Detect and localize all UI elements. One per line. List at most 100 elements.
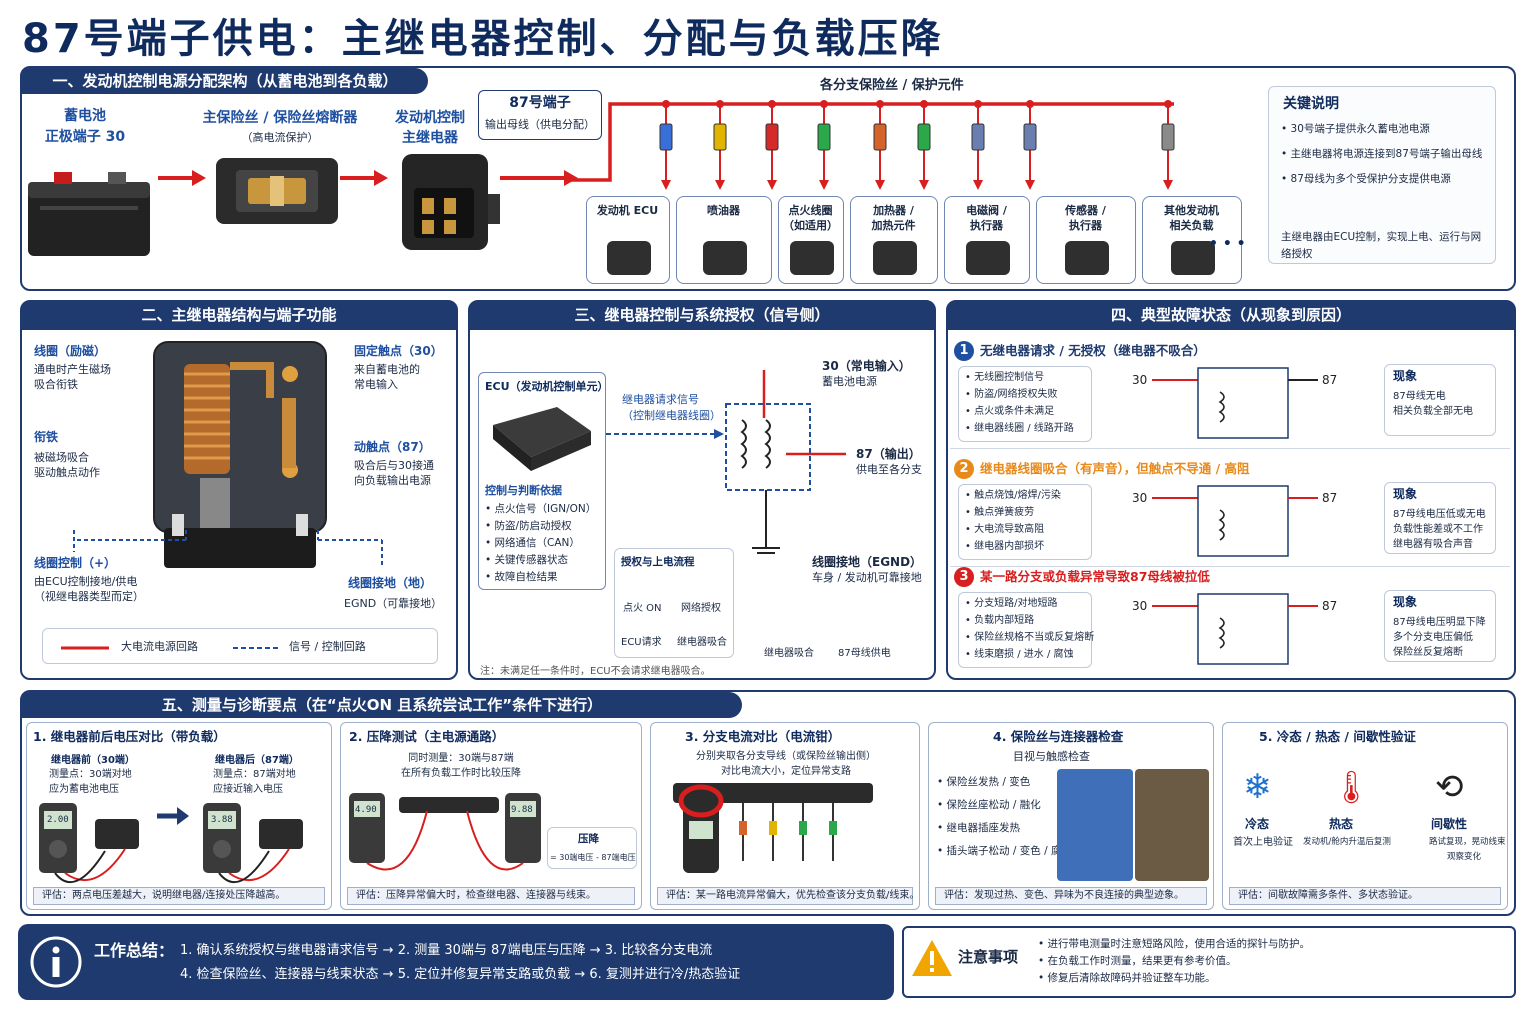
control-lines <box>73 530 383 566</box>
fixed-contact-title: 固定触点（30） <box>354 344 443 358</box>
caution-box: 注意事项 进行带电测量时注意短路风险，使用合适的探针与防护。 在负载工作时测量，… <box>902 926 1516 998</box>
load-sublabel: 加热元件 <box>871 219 916 232</box>
key-note: 87母线为多个受保护分支提供电源 <box>1281 171 1482 188</box>
check-2-card: 2. 压降测试（主电源通路） 同时测量：30端与87端在所有负载工作时比较压降 … <box>340 722 642 910</box>
warning-icon <box>912 940 952 976</box>
armature-title: 衔铁 <box>34 430 59 444</box>
caution-title: 注意事项 <box>958 948 1019 966</box>
svg-text:87: 87 <box>1322 599 1337 613</box>
bus-node <box>768 100 776 108</box>
branch-fuse-icon <box>917 123 931 151</box>
key-notes-box: 关键说明 30号端子提供永久蓄电池电源 主继电器将电源连接到87号端子输出母线 … <box>1268 86 1496 264</box>
branch-arrow <box>919 180 929 190</box>
svg-text:30: 30 <box>1132 491 1147 505</box>
branch-arrow <box>819 180 829 190</box>
load-component-icon <box>873 241 917 275</box>
svg-text:87: 87 <box>1322 491 1337 505</box>
key-note: 30号端子提供永久蓄电池电源 <box>1281 121 1482 138</box>
armature-desc: 被磁场吸合驱动触点动作 <box>34 451 100 479</box>
bus-node <box>1026 100 1034 108</box>
distribution-bus <box>570 100 1175 190</box>
fault-causes-box: 分支短路/对地短路负载内部短路保险丝规格不当或反复熔断线束磨损 / 进水 / 腐… <box>958 592 1094 668</box>
branch-fuse-icon <box>765 123 779 151</box>
fault-separator <box>950 566 1510 567</box>
branch-fuse-icon <box>1023 123 1037 151</box>
coil-desc: 通电时产生磁场吸合衔铁 <box>34 363 111 391</box>
load-box: 加热器 / 加热元件 <box>850 196 938 284</box>
ecu-box: ECU（发动机控制单元） 控制与判断依据 点火信号（IGN/ON）防盗/防启动授… <box>478 372 609 590</box>
bus-node <box>662 100 670 108</box>
branch-fuse-icon <box>817 123 831 151</box>
load-label: 其他发动机 <box>1164 204 1219 217</box>
load-label: 传感器 / <box>1065 204 1106 217</box>
svg-text:30: 30 <box>1132 599 1147 613</box>
coil-ground-title: 线圈接地（地） <box>348 576 433 590</box>
section-1-header: 一、发动机控制电源分配架构（从蓄电池到各负载） <box>22 68 428 94</box>
relay-cutaway-illustration <box>153 341 327 568</box>
load-label: 加热器 / <box>873 204 914 217</box>
coil-title: 线圈（励磁） <box>34 344 107 358</box>
load-box: 电磁阀 /执行器 <box>944 196 1030 284</box>
check-1-card: 1. 继电器前后电压对比（带负载） 继电器前（30端） 测量点：30端对地应为蓄… <box>26 722 332 910</box>
caution-item: 在负载工作时测量，结果更有参考价值。 <box>1038 953 1310 970</box>
load-box: 点火线圈 （如适用） <box>778 196 844 284</box>
branch-arrow <box>715 180 725 190</box>
ecu-icon <box>493 407 591 471</box>
load-component-icon <box>703 241 747 275</box>
summary-line-1: 1. 确认系统授权与继电器请求信号 → 2. 测量 30端与 87端电压与压降 … <box>180 943 713 958</box>
main-fuse-icon <box>216 158 338 224</box>
thermometer-icon: 🌡 <box>1331 768 1372 806</box>
main-relay-label: 发动机控制主继电器 <box>395 110 465 146</box>
load-sublabel: （如适用） <box>783 219 838 232</box>
more-loads-ellipsis: • • • <box>1209 236 1246 252</box>
load-label: 点火线圈 <box>788 204 833 217</box>
section-3-header: 三、继电器控制与系统授权（信号侧） <box>470 302 934 330</box>
fault-title: 某一路分支或负载异常导致87母线被拉低 <box>980 569 1210 584</box>
branch-arrow <box>1025 180 1035 190</box>
branch-fuse-icon <box>713 123 727 151</box>
branch-arrow <box>875 180 885 190</box>
terminal-87-bus-box: 87号端子 输出母线（供电分配） <box>478 90 602 140</box>
check-3-card: 3. 分支电流对比（电流钳） 分别夹取各分支导线（或保险丝输出侧）对比电流大小，… <box>650 722 920 910</box>
summary-line-2: 4. 检查保险丝、连接器与线束状态 → 5. 定位并修复异常支路或负载 → 6.… <box>180 967 741 982</box>
check-4-card: 4. 保险丝与连接器检查 目视与触感检查 保险丝发热 / 变色保险丝座松动 / … <box>928 722 1214 910</box>
fault-causes-box: 无线圈控制信号防盗/网络授权失败点火或条件未满足继电器线圈 / 线路开路 <box>958 366 1092 442</box>
key-note: 主继电器由ECU控制，实现上电、运行与网络授权 <box>1281 231 1482 260</box>
load-sublabel: 执行器 <box>1069 219 1102 232</box>
fault-causes-box: 触点烧蚀/熔焊/污染触点弹簧疲劳大电流导致高阻继电器内部损坏 <box>958 484 1092 560</box>
fault-number-badge: 2 <box>954 459 974 479</box>
fault-schematic: 30 87 <box>1132 485 1337 557</box>
bus-node <box>974 100 982 108</box>
input-30-label: 30（常电输入）蓄电池电源 <box>822 359 911 388</box>
legend: 大电流电源回路 信号 / 控制回路 <box>42 628 438 664</box>
section-2-header: 二、主继电器结构与端子功能 <box>22 302 456 330</box>
load-component-icon <box>966 241 1010 275</box>
summary-label: 工作总结： <box>94 941 175 960</box>
load-component-icon <box>1065 241 1109 275</box>
cycle-icon: ⟲ <box>1435 767 1464 807</box>
branch-fuse-icon <box>1161 123 1175 151</box>
bus-node <box>1164 100 1172 108</box>
load-box: 其他发动机相关负载• • • <box>1142 196 1246 284</box>
arrow-battery-fuse <box>158 170 206 186</box>
fault-title: 无继电器请求 / 无授权（继电器不吸合） <box>980 343 1206 358</box>
bus-node <box>820 100 828 108</box>
svg-text:87: 87 <box>1322 373 1337 387</box>
legend-signal: 信号 / 控制回路 <box>289 640 366 653</box>
caution-item: 进行带电测量时注意短路风险，使用合适的探针与防护。 <box>1038 936 1311 953</box>
load-sublabel: 执行器 <box>970 219 1003 232</box>
branch-arrow <box>661 180 671 190</box>
moving-contact-title: 动触点（87） <box>354 440 431 454</box>
load-box: 传感器 / 执行器 <box>1036 196 1136 284</box>
bus-node <box>920 100 928 108</box>
section-4-header: 四、典型故障状态（从现象到原因） <box>948 302 1514 330</box>
branch-arrow <box>767 180 777 190</box>
fixed-contact-desc: 来自蓄电池的常电输入 <box>354 363 420 391</box>
coil-control-title: 线圈控制（+） <box>34 556 117 570</box>
moving-contact-desc: 吸合后与30接通向负载输出电源 <box>354 459 434 487</box>
arrow-relay-bus <box>500 170 578 186</box>
load-component-icon <box>1171 241 1215 275</box>
